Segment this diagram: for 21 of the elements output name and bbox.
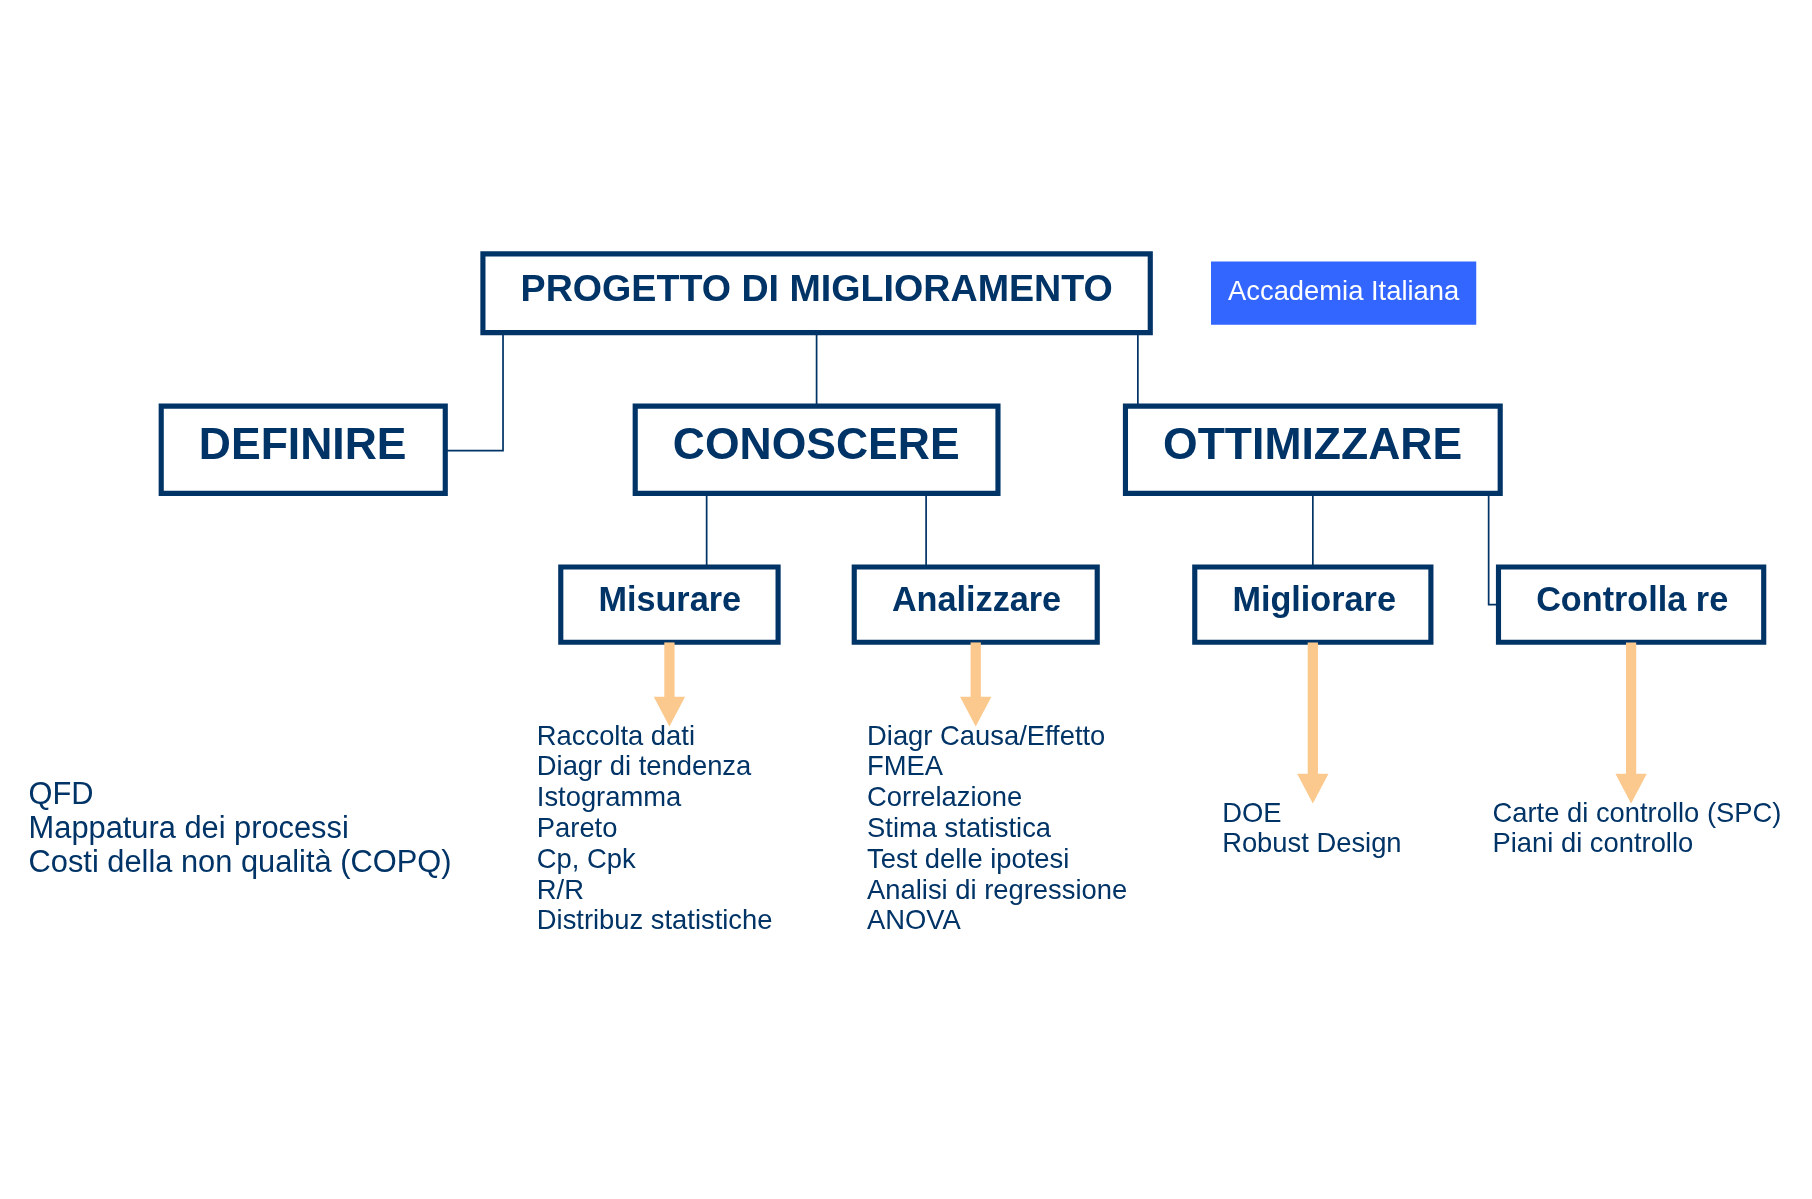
arrow — [960, 642, 992, 727]
node-box: Misurare — [558, 564, 781, 645]
node-box: CONOSCERE — [632, 403, 1001, 496]
node-box: OTTIMIZZARE — [1122, 403, 1503, 496]
node-box: Analizzare — [851, 564, 1100, 645]
node-box: DEFINIRE — [158, 403, 448, 496]
arrow — [1615, 642, 1647, 804]
node-text: Carte di controllo (SPC) Piani di controllo — [1492, 796, 1782, 859]
arrow — [1297, 642, 1329, 804]
connector — [444, 332, 504, 452]
arrow — [653, 642, 686, 727]
node-text: Diagr Causa/Effetto FMEA Correlazione Stima statistica Test delle ipotesi Analisi di regressione ANOVA — [867, 719, 1128, 936]
node-box: PROGETTO DI MIGLIORAMENTO — [480, 251, 1153, 336]
node-text: DOE Robust Design — [1222, 796, 1402, 859]
node-box: Controlla re — [1495, 564, 1767, 645]
node-label: Mappatura dei processi — [28, 810, 349, 846]
node-label: QFD — [28, 775, 94, 811]
label: Accademia Italiana — [1228, 274, 1460, 306]
node-box: Migliorare — [1192, 564, 1434, 645]
node-text: Raccolta dati Diagr di tendenza Istogramma Pareto Cp, Cpk R/R Distribuz statistiche — [536, 719, 773, 936]
node-label: Costi della non qualità (COPQ) — [28, 844, 452, 880]
